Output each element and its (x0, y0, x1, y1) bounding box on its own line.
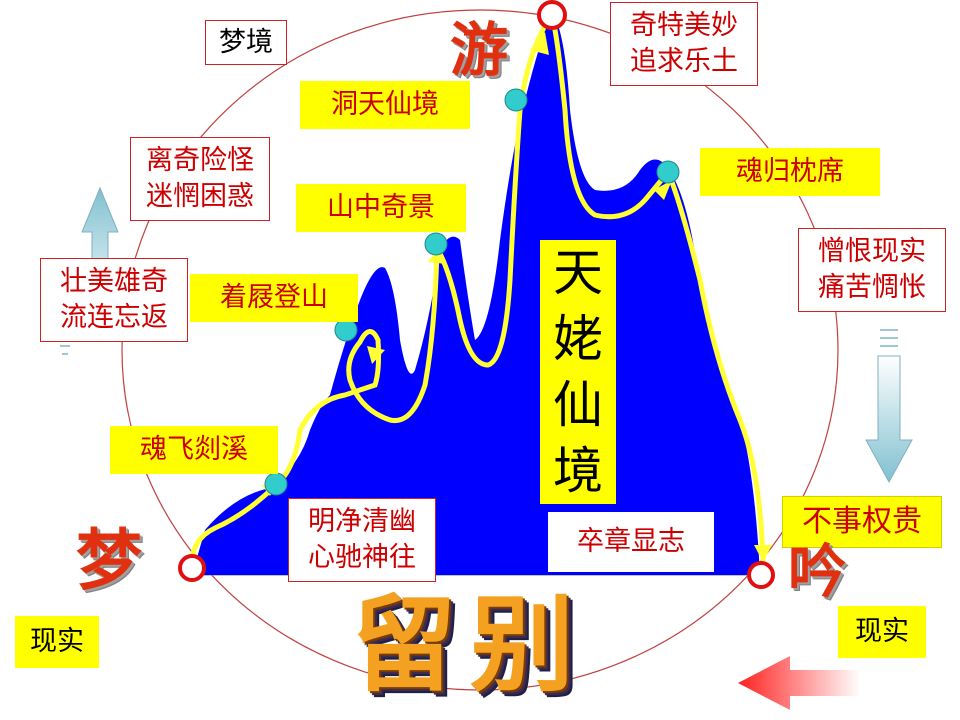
big-liubie: 留别 (352, 583, 589, 706)
big-meng: 梦 (76, 521, 142, 599)
label-zhuoji: 着屐登山 (190, 274, 358, 322)
label-zuzhang: 卒章显志 (548, 512, 714, 572)
label-liqi-line2: 迷惘困惑 (146, 181, 254, 212)
start-ring (178, 554, 206, 582)
label-bushi: 不事权贵 (782, 496, 942, 548)
center-title-char-4: 境 (553, 442, 603, 500)
label-zenghen-line2: 痛苦惆怅 (818, 272, 926, 303)
node-dongtian (504, 88, 528, 112)
center-title-char-1: 天 (553, 244, 603, 302)
label-zhuangmei: 壮美雄奇 流连忘返 (40, 258, 188, 342)
path-arrow-5 (654, 180, 672, 200)
node-zhuoji (334, 318, 358, 342)
label-mingjing-line2: 心驰神往 (308, 542, 416, 573)
cycle-circle (121, 9, 839, 691)
label-mingjing-line1: 明净清幽 (308, 506, 416, 537)
label-liqi-line1: 离奇险怪 (146, 145, 254, 176)
big-you: 游 (450, 16, 509, 84)
label-qite: 奇特美妙 追求乐土 (610, 2, 758, 86)
path-arrow-6 (754, 545, 772, 562)
label-xianshi-right: 现实 (838, 606, 926, 658)
left-arrow (738, 656, 860, 710)
label-dongtian: 洞天仙境 (300, 81, 470, 129)
end-ring (747, 561, 775, 589)
big-yin: 吟 (788, 538, 847, 606)
center-title-char-3: 仙 (553, 376, 603, 434)
node-shanzhong (424, 232, 448, 256)
label-hungui: 魂归枕席 (700, 148, 880, 196)
label-shanzhong: 山中奇景 (296, 184, 466, 232)
label-hunfei: 魂飞剡溪 (110, 426, 278, 474)
label-xianshi-left: 现实 (15, 616, 99, 668)
label-mengjing: 梦境 (205, 20, 287, 65)
label-liqi: 离奇险怪 迷惘困惑 (130, 137, 270, 221)
label-zenghen: 憎恨现实 痛苦惆怅 (798, 228, 946, 312)
label-qite-line1: 奇特美妙 (630, 10, 738, 41)
peak-ring (537, 0, 567, 30)
label-qite-line2: 追求乐土 (630, 46, 738, 77)
label-zhuangmei-line2: 流连忘返 (60, 302, 168, 333)
label-mingjing: 明净清幽 心驰神往 (288, 498, 436, 582)
mountain-shape (192, 12, 760, 575)
node-hungui (656, 160, 680, 184)
journey-path (189, 10, 766, 571)
down-arrow (865, 329, 913, 484)
label-zhuangmei-line1: 壮美雄奇 (60, 266, 168, 297)
node-hunfei (264, 472, 288, 496)
path-arrow-4 (530, 32, 549, 55)
center-title-char-2: 姥 (553, 310, 603, 368)
label-zenghen-line1: 憎恨现实 (818, 236, 926, 267)
path-arrow-2 (367, 346, 385, 364)
center-title: 天 姥 仙 境 (540, 240, 616, 504)
